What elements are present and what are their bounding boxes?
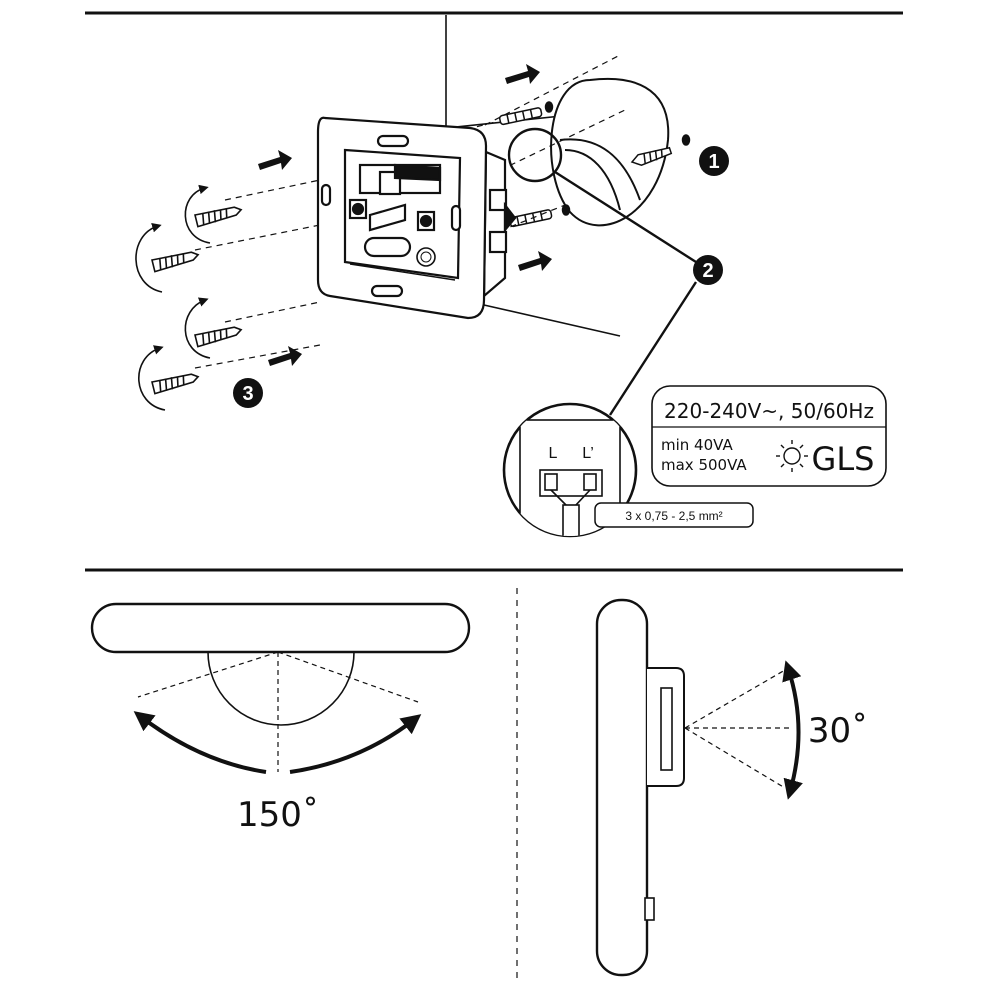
callout-leaders — [507, 127, 698, 416]
horizontal-detection-view — [90, 602, 471, 774]
step-1-badge: 1 — [699, 146, 729, 176]
cable-spec-label: 3 x 0,75 - 2,5 mm² — [594, 502, 754, 528]
step-2-badge: 2 — [693, 255, 723, 285]
step-2-number: 2 — [702, 260, 713, 282]
terminal-label-l: L — [549, 445, 558, 462]
cable-spec-text: 3 x 0,75 - 2,5 mm² — [625, 509, 722, 523]
voltage-rating: 220-240V~, 50/60Hz — [664, 399, 874, 423]
spec-box: 220-240V~, 50/60Hz min 40VA max 500VA GL… — [651, 385, 887, 487]
direction-arrows — [258, 64, 552, 366]
lamp-type: GLS — [812, 440, 875, 478]
step-3-badge: 3 — [233, 378, 263, 408]
screws-left — [135, 184, 243, 411]
terminal-label-l-out: L’ — [582, 445, 594, 462]
horizontal-angle-label: 150˚ — [237, 795, 319, 835]
max-load: max 500VA — [661, 456, 747, 474]
vertical-angle-label: 30˚ — [808, 711, 868, 751]
wall-plugs — [498, 101, 691, 228]
min-load: min 40VA — [661, 436, 733, 454]
step-3-number: 3 — [242, 383, 253, 405]
sun-bulb-icon — [776, 440, 808, 472]
step-1-number: 1 — [708, 151, 719, 173]
mounting-plate — [316, 116, 517, 320]
vertical-detection-view — [595, 598, 803, 977]
